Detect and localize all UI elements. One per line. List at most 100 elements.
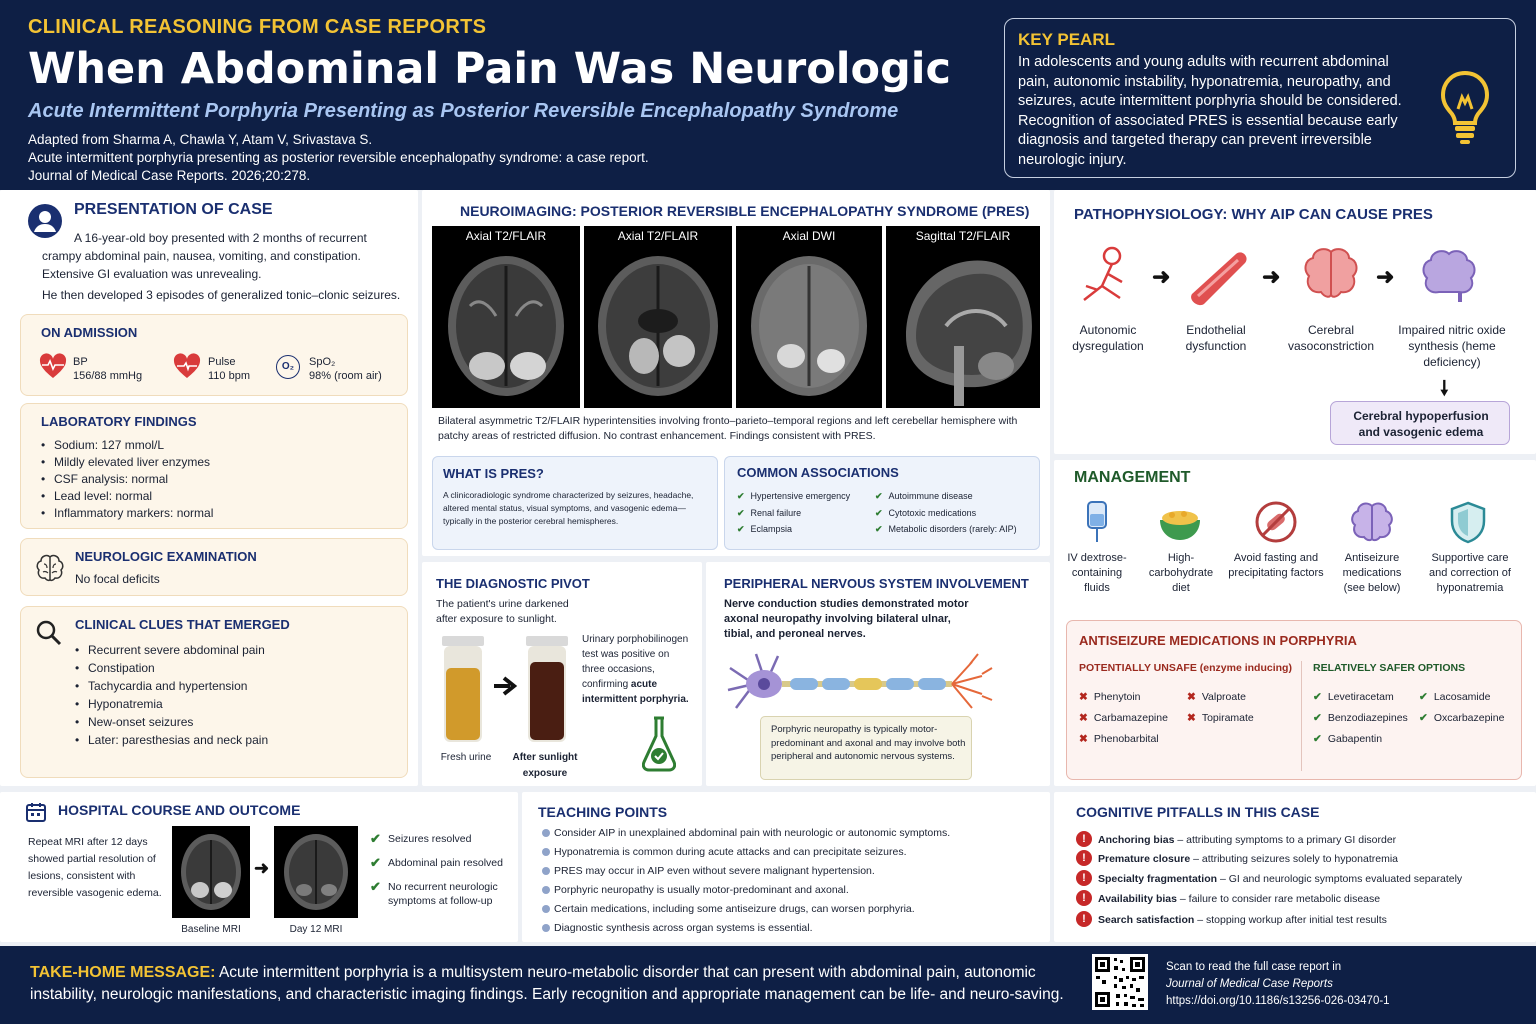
qr-code-icon[interactable] <box>1092 954 1148 1010</box>
bp-label: BP <box>73 356 88 368</box>
arrow-icon: ➜ <box>1152 264 1171 289</box>
brain-scan-image <box>598 256 718 396</box>
scan-label: Scan to read the full case report in <box>1166 961 1342 973</box>
pns-card: PERIPHERAL NERVOUS SYSTEM INVOLVEMENT Ne… <box>706 562 1050 786</box>
associations-left: ✔Hypertensive emergency ✔Renal failure ✔… <box>737 488 850 538</box>
pathophys-heading: PATHOPHYSIOLOGY: WHY AIP CAN CAUSE PRES <box>1074 206 1433 223</box>
flask-check-icon <box>642 716 676 772</box>
associations-right: ✔Autoimmune disease ✔Cytotoxic medicatio… <box>875 488 1017 538</box>
mri-caption: Axial DWI <box>782 229 836 243</box>
associations-heading: COMMON ASSOCIATIONS <box>737 465 899 480</box>
list-item: ✔Renal failure <box>737 507 802 518</box>
hospital-course-card: HOSPITAL COURSE AND OUTCOME Repeat MRI a… <box>0 792 518 942</box>
warning-icon: ! <box>1076 890 1092 906</box>
purple-brain-icon <box>1422 250 1476 302</box>
what-is-pres-heading: WHAT IS PRES? <box>443 466 544 481</box>
teaching-heading: TEACHING POINTS <box>538 804 668 820</box>
list-item: ✔Abdominal pain resolved <box>370 855 503 870</box>
baseline-label: Baseline MRI <box>181 924 241 935</box>
journal-name: Journal of Medical Case Reports <box>1166 978 1333 990</box>
list-item: ✔No recurrent neurologic symptoms at fol… <box>370 879 498 908</box>
list-item: New-onset seizures <box>75 713 268 731</box>
pbg-result: Urinary porphobilinogen test was positiv… <box>582 634 689 705</box>
citation-line: Acute intermittent porphyria presenting … <box>28 150 649 165</box>
antiseizure-brain-icon <box>1351 502 1393 542</box>
list-item: ✔Metabolic disorders (rarely: AIP) <box>875 524 1017 534</box>
take-home-text: Acute intermittent porphyria is a multis… <box>30 964 1064 1003</box>
step-vasoconstriction: Cerebral vasoconstriction <box>1287 323 1375 353</box>
teaching-points-card: TEACHING POINTS Consider AIP in unexplai… <box>522 792 1050 942</box>
neuro-exam-box: NEUROLOGIC EXAMINATION No focal deficits <box>20 538 408 596</box>
autonomic-nerve-icon <box>1083 246 1123 301</box>
day12-mri <box>274 826 358 918</box>
shield-icon <box>1450 501 1486 544</box>
citation: Adapted from Sharma A, Chawla Y, Atam V,… <box>28 131 649 185</box>
key-pearl-box: KEY PEARL In adolescents and young adult… <box>1004 18 1516 178</box>
teaching-point: Consider AIP in unexplained abdominal pa… <box>541 827 951 839</box>
asm-box: ANTISEIZURE MEDICATIONS IN PORPHYRIA POT… <box>1066 620 1522 780</box>
mgmt-supportive: Supportive care and correction of hypona… <box>1429 552 1511 594</box>
mri-caption: Axial T2/FLAIR <box>617 229 699 243</box>
patient-icon <box>28 204 62 238</box>
citation-line: Journal of Medical Case Reports. 2026;20… <box>28 168 311 183</box>
mgmt-diet: High-carbohydrate diet <box>1148 552 1214 594</box>
imaging-findings: Bilateral asymmetric T2/FLAIR hyperinten… <box>438 415 1018 442</box>
management-heading: MANAGEMENT <box>1074 469 1191 486</box>
food-bowl-icon <box>1160 511 1200 540</box>
mgmt-avoid-fasting: Avoid fasting and precipitating factors <box>1228 552 1324 579</box>
pulse-heart-icon <box>173 353 201 378</box>
mgmt-iv-fluids: IV dextrose-containing fluids <box>1067 552 1127 594</box>
cerebral-brain-icon <box>1304 248 1358 298</box>
doi-link[interactable]: https://doi.org/10.1186/s13256-026-03470… <box>1166 995 1390 1007</box>
list-item: ✔Hypertensive emergency <box>737 491 851 501</box>
pitfall-item: !Anchoring bias – attributing symptoms t… <box>1076 831 1396 847</box>
neuron-illustration <box>727 653 993 709</box>
neuroimaging-card: NEUROIMAGING: POSTERIOR REVERSIBLE ENCEP… <box>422 190 1050 556</box>
list-item: ✖Carbamazepine <box>1079 712 1168 724</box>
course-text: Repeat MRI after 12 days showed partial … <box>28 836 162 899</box>
brain-icon <box>36 554 64 582</box>
pitfall-item: !Specialty fragmentation – GI and neurol… <box>1076 870 1462 886</box>
warning-icon: ! <box>1076 911 1092 927</box>
management-card: MANAGEMENT IV dextrose-containing fluids… <box>1054 460 1536 786</box>
pivot-heading: THE DIAGNOSTIC PIVOT <box>436 576 590 591</box>
list-item: ✔Autoimmune disease <box>875 491 973 501</box>
citation-line: Adapted from Sharma A, Chawla Y, Atam V,… <box>28 132 373 147</box>
iv-bag-icon <box>1087 501 1107 542</box>
teaching-point: Certain medications, including some anti… <box>542 903 915 915</box>
oxygen-icon: O₂ <box>276 355 300 379</box>
list-item: ✖Topiramate <box>1187 712 1254 724</box>
safe-col-2: ✔Lacosamide ✔Oxcarbazepine <box>1419 687 1504 729</box>
pns-heading: PERIPHERAL NERVOUS SYSTEM INVOLVEMENT <box>724 576 1029 591</box>
warning-icon: ! <box>1076 870 1092 886</box>
pitfall-item: !Availability bias – failure to consider… <box>1076 890 1380 906</box>
list-item: ✖Valproate <box>1187 691 1246 703</box>
arrow-icon: ➜ <box>1376 264 1395 289</box>
page-title: When Abdominal Pain Was Neurologic <box>28 44 952 94</box>
eyebrow: CLINICAL REASONING FROM CASE REPORTS <box>28 16 487 38</box>
mri-caption: Axial T2/FLAIR <box>465 229 547 243</box>
list-item: ✔Oxcarbazepine <box>1419 712 1505 724</box>
clinical-clues-box: CLINICAL CLUES THAT EMERGED Recurrent se… <box>20 606 408 778</box>
list-item: CSF analysis: normal <box>41 471 213 488</box>
outcome-list: ✔Seizures resolved ✔Abdominal pain resol… <box>370 832 510 908</box>
pitfalls-heading: COGNITIVE PITFALLS IN THIS CASE <box>1076 804 1320 820</box>
brain-scan-image <box>906 260 1032 406</box>
unsafe-col-2: ✖Valproate ✖Topiramate <box>1187 687 1254 729</box>
presentation-card: PRESENTATION OF CASE A 16-year-old boy p… <box>0 190 418 786</box>
blood-vessel-icon <box>1191 252 1247 306</box>
arrow-icon: ➜ <box>254 858 270 878</box>
list-item: ✔Eclampsia <box>737 524 793 534</box>
mri-axial-flair-1: Axial T2/FLAIR <box>432 226 580 408</box>
labs-heading: LABORATORY FINDINGS <box>41 414 197 429</box>
page-subtitle: Acute Intermittent Porphyria Presenting … <box>28 100 899 122</box>
list-item: Tachycardia and hypertension <box>75 677 268 695</box>
list-item: ✔Cytotoxic medications <box>875 507 977 518</box>
after-sunlight-label: After sunlight exposure <box>512 752 578 779</box>
clues-list: Recurrent severe abdominal pain Constipa… <box>75 641 268 749</box>
day12-label: Day 12 MRI <box>289 924 343 935</box>
list-item: Later: paresthesias and neck pain <box>75 731 268 749</box>
teaching-point: PRES may occur in AIP even without sever… <box>542 865 875 877</box>
